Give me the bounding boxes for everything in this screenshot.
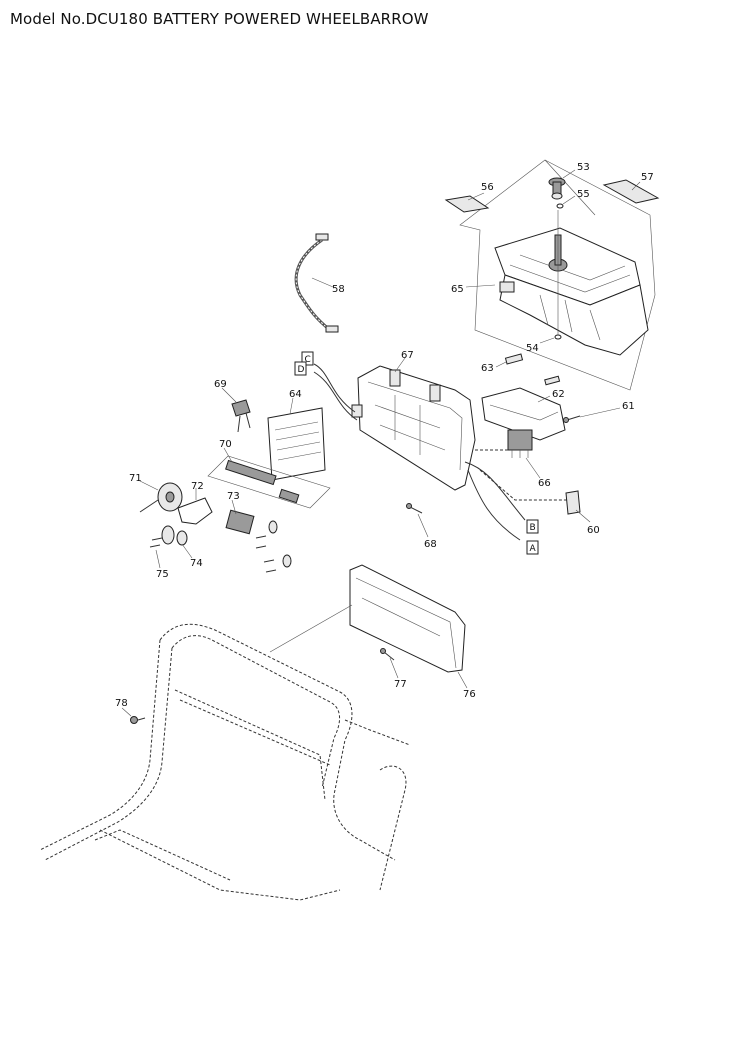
callout-60: 60 [587, 525, 600, 536]
frame-outline [39, 623, 411, 901]
callout-73: 73 [227, 491, 240, 502]
svg-text:D: D [298, 365, 305, 375]
fan-cover-part-72 [177, 497, 213, 525]
callout-53: 53 [577, 162, 590, 173]
callout-55: 55 [577, 189, 590, 200]
switch-part-73 [225, 509, 255, 535]
callout-58: 58 [332, 284, 345, 295]
switch-part-66 [507, 429, 533, 458]
connector-tag-C: C [301, 351, 314, 366]
o-ring-part-54 [554, 334, 562, 340]
battery-case-part-76 [349, 564, 466, 673]
bolt-part-78 [130, 716, 146, 724]
callout-57: 57 [641, 172, 654, 183]
callout-61: 61 [622, 401, 635, 412]
callout-76: 76 [463, 689, 476, 700]
callout-71: 71 [129, 473, 142, 484]
cover-assembly-box [459, 159, 656, 391]
callout-66: 66 [538, 478, 551, 489]
svg-text:B: B [530, 523, 536, 533]
callout-62: 62 [552, 389, 565, 400]
pad-part-63b [544, 375, 561, 386]
callout-69: 69 [214, 379, 227, 390]
svg-text:A: A [530, 544, 537, 554]
label-part-57 [602, 179, 660, 204]
bracket-part-69 [231, 399, 251, 433]
screw-part-61 [563, 415, 581, 423]
callout-63: 63 [481, 363, 494, 374]
o-ring-part-55 [556, 203, 564, 209]
label-part-60 [565, 490, 581, 515]
connector-tag-D: D [294, 361, 307, 376]
switch-panel-part-70 [207, 455, 331, 509]
knob-part-74 [161, 520, 292, 568]
screw-part-77 [380, 648, 395, 661]
screw-part-68 [406, 503, 423, 514]
page-title: Model No.DCU180 BATTERY POWERED WHEELBAR… [10, 10, 429, 28]
callout-74: 74 [190, 558, 203, 569]
callout-78: 78 [115, 698, 128, 709]
svg-text:C: C [305, 355, 311, 365]
callout-54: 54 [526, 343, 539, 354]
heatsink-part-64 [267, 407, 326, 481]
knob-part-53 [548, 177, 566, 200]
callout-70: 70 [219, 439, 232, 450]
leader-lines [121, 169, 641, 717]
callout-64: 64 [289, 389, 302, 400]
callout-75: 75 [156, 569, 169, 580]
pad-part-63 [504, 353, 524, 365]
part-callouts: 53 55 54 56 57 58 65 67 63 62 61 66 60 6… [115, 162, 654, 709]
callout-65: 65 [451, 284, 464, 295]
connector-tag-B: B [526, 519, 539, 534]
callout-72: 72 [191, 481, 204, 492]
top-cover-part-65 [494, 227, 649, 356]
label-part-56 [444, 195, 490, 213]
screws-part-75 [149, 535, 277, 573]
callout-77: 77 [394, 679, 407, 690]
housing-part-67 [351, 365, 476, 491]
cable-part-58 [294, 233, 339, 333]
bracket-part-62 [481, 387, 566, 441]
callout-68: 68 [424, 539, 437, 550]
callout-56: 56 [481, 182, 494, 193]
fan-part-71 [139, 482, 183, 513]
connector-tag-A: A [526, 540, 539, 555]
callout-67: 67 [401, 350, 414, 361]
